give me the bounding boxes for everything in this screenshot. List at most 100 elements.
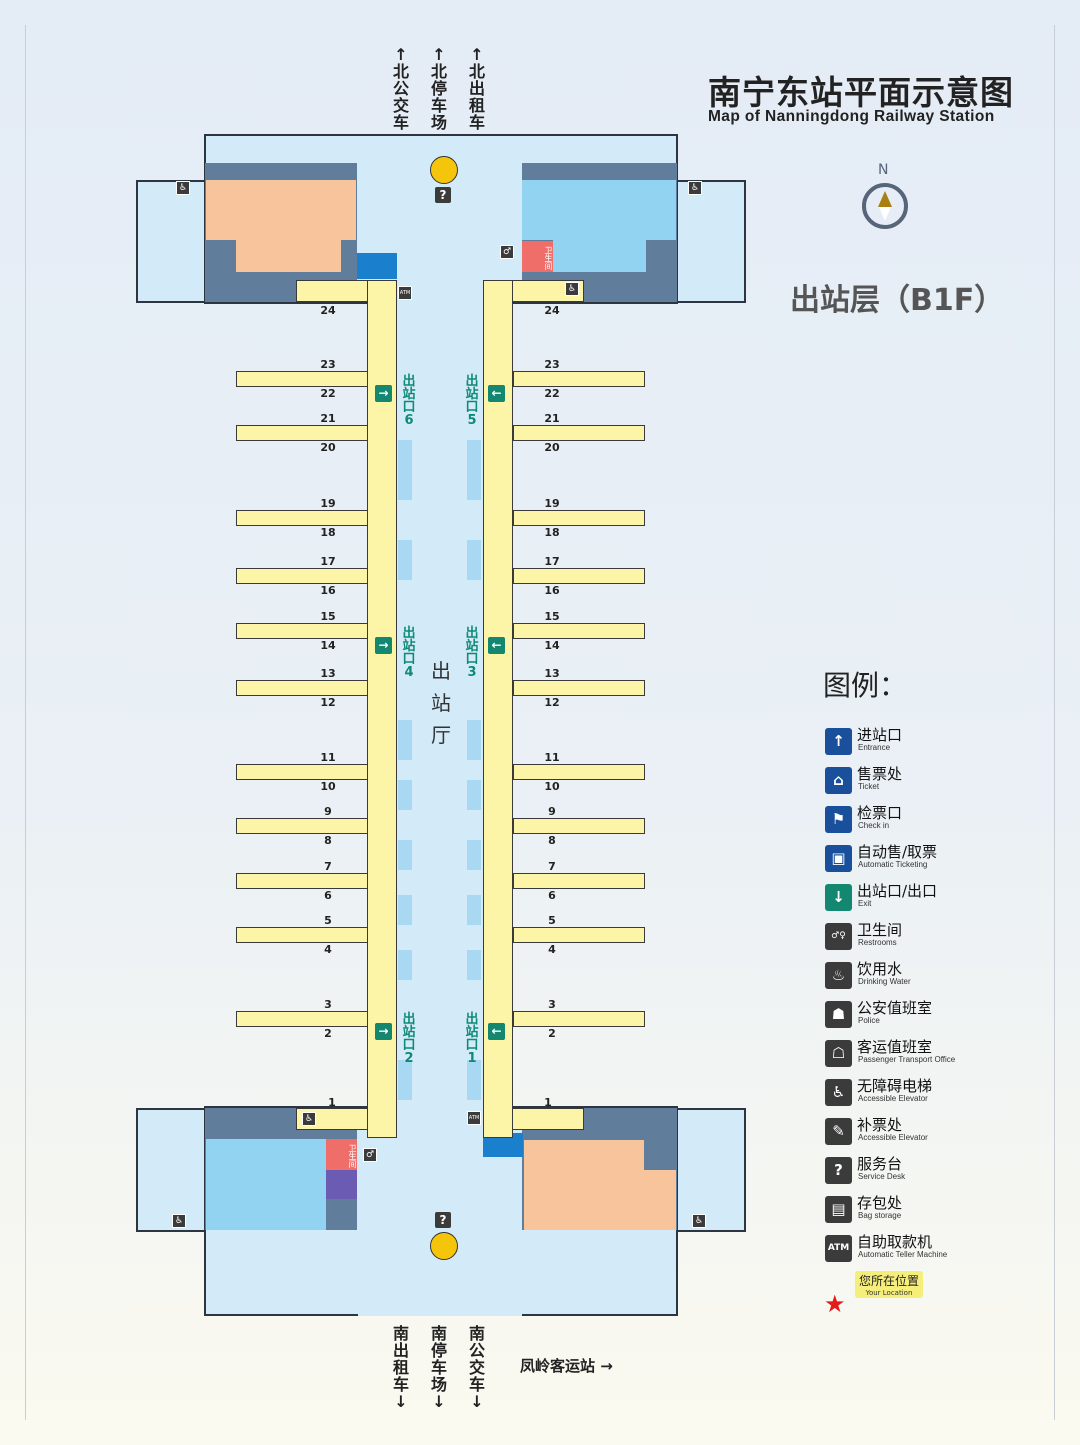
platform-number: 3 bbox=[324, 998, 332, 1011]
legend-label: 售票处 bbox=[857, 765, 903, 783]
platform-number: 5 bbox=[548, 914, 556, 927]
exit-icon[interactable]: → bbox=[375, 1023, 392, 1040]
southeast-waiting-area-side bbox=[644, 1170, 676, 1230]
exit-number: 5 bbox=[467, 413, 477, 428]
exit-label-text: 出站口 bbox=[402, 626, 416, 667]
pillar bbox=[398, 950, 412, 980]
platform-number: 11 bbox=[320, 751, 336, 764]
platform-number: 23 bbox=[320, 358, 336, 371]
platform-number: 18 bbox=[544, 526, 560, 539]
exit-icon[interactable]: ← bbox=[488, 637, 505, 654]
exit-label-text: 出站口 bbox=[402, 374, 416, 415]
platform-number: 10 bbox=[544, 780, 560, 793]
page-title: 南宁东站平面示意图 bbox=[708, 73, 1014, 112]
platform-bar-east bbox=[513, 623, 645, 639]
platform-bar-west bbox=[236, 764, 368, 780]
platform-bar-east bbox=[513, 510, 645, 526]
platform-number: 5 bbox=[324, 914, 332, 927]
platform-bar-east bbox=[513, 371, 645, 387]
platform-bar-west bbox=[236, 818, 368, 834]
service-desk-icon: ? bbox=[825, 1157, 852, 1184]
platform-bar-west bbox=[236, 680, 368, 696]
pillar bbox=[467, 1060, 481, 1100]
legend-label-en: Bag storage bbox=[858, 1211, 902, 1220]
southwest-restroom: 卫生间 bbox=[326, 1139, 357, 1170]
platform-number: 22 bbox=[320, 387, 336, 400]
service-desk-icon[interactable]: ? bbox=[435, 1212, 451, 1228]
restroom-icon: ♂ bbox=[500, 245, 514, 259]
fare-adjust-icon: ✎ bbox=[825, 1118, 852, 1145]
exit-label-text: 出站口 bbox=[465, 1012, 479, 1053]
floor-label: 出站层（B1F） bbox=[790, 283, 1005, 318]
platform-number: 14 bbox=[320, 639, 336, 652]
northeast-wing bbox=[676, 180, 746, 303]
fengling-bus-station-direction: 凤岭客运站 → bbox=[520, 1357, 613, 1375]
check-in-icon: ⚑ bbox=[825, 806, 852, 833]
legend-label: 存包处 bbox=[857, 1194, 903, 1212]
platform-bar-west bbox=[236, 568, 368, 584]
service-center-north[interactable] bbox=[430, 156, 458, 184]
exit-icon[interactable]: → bbox=[375, 637, 392, 654]
platform-number: 4 bbox=[548, 943, 556, 956]
elevator-icon: ♿ bbox=[565, 282, 579, 296]
pillar bbox=[467, 540, 481, 580]
platform-number: 2 bbox=[324, 1027, 332, 1040]
exit-icon[interactable]: ← bbox=[488, 1023, 505, 1040]
north-bus-direction: ↑北公交车 bbox=[392, 45, 409, 132]
platform-number: 3 bbox=[548, 998, 556, 1011]
exit-icon[interactable]: ← bbox=[488, 385, 505, 402]
platform-number: 14 bbox=[544, 639, 560, 652]
legend-label: 检票口 bbox=[857, 804, 903, 822]
hall-label: 出站厅 bbox=[431, 659, 451, 747]
southwest-office bbox=[326, 1170, 357, 1199]
legend-label-en: Automatic Teller Machine bbox=[858, 1250, 948, 1259]
northeast-restroom: 卫生间 bbox=[522, 241, 553, 272]
pillar bbox=[398, 1060, 412, 1100]
elevator-icon: ♿ bbox=[692, 1214, 706, 1228]
platform-number: 12 bbox=[320, 696, 336, 709]
platform-number: 22 bbox=[544, 387, 560, 400]
platform-number: 21 bbox=[544, 412, 560, 425]
south-taxi-direction: 南出租车↓ bbox=[392, 1324, 409, 1411]
pillar bbox=[467, 440, 481, 500]
north-taxi-direction: ↑北出租车 bbox=[468, 45, 485, 132]
northwest-wing bbox=[136, 180, 206, 303]
legend-label: 自助取款机 bbox=[857, 1233, 933, 1251]
platform-number: 6 bbox=[324, 889, 332, 902]
north-opening bbox=[358, 136, 522, 142]
platform-number: 16 bbox=[320, 584, 336, 597]
service-desk-icon[interactable]: ? bbox=[435, 187, 451, 203]
elevator-icon: ♿ bbox=[688, 181, 702, 195]
legend-label-en: Accessible Elevator bbox=[858, 1133, 928, 1142]
northeast-hall-lower bbox=[553, 240, 646, 272]
south-opening bbox=[358, 1306, 522, 1316]
pillar bbox=[398, 780, 412, 810]
ticket-machine-zone bbox=[357, 253, 397, 279]
southwest-hall bbox=[206, 1139, 326, 1230]
platform-number: 11 bbox=[544, 751, 560, 764]
exit-number: 4 bbox=[404, 665, 414, 680]
legend-label-en: Service Desk bbox=[858, 1172, 906, 1181]
legend-label-en: Automatic Ticketing bbox=[858, 860, 928, 869]
atm-icon: ATM bbox=[467, 1111, 481, 1125]
platform-bar-west bbox=[236, 371, 368, 387]
pillar bbox=[398, 540, 412, 580]
platform-number: 13 bbox=[320, 667, 336, 680]
platform-bar-east bbox=[513, 873, 645, 889]
legend-label: 卫生间 bbox=[857, 921, 903, 939]
platform-number: 13 bbox=[544, 667, 560, 680]
platform-number: 1 bbox=[544, 1096, 552, 1109]
platform-bar-west bbox=[236, 623, 368, 639]
legend-label: 服务台 bbox=[857, 1155, 903, 1173]
pillar bbox=[398, 895, 412, 925]
service-center-south[interactable] bbox=[430, 1232, 458, 1260]
southwest-wing bbox=[136, 1108, 206, 1232]
restroom-icon: ♂♀ bbox=[825, 923, 852, 950]
exit-icon[interactable]: → bbox=[375, 385, 392, 402]
platform-number: 6 bbox=[548, 889, 556, 902]
atm-icon: ATM bbox=[825, 1235, 852, 1262]
platform-number: 17 bbox=[320, 555, 336, 568]
